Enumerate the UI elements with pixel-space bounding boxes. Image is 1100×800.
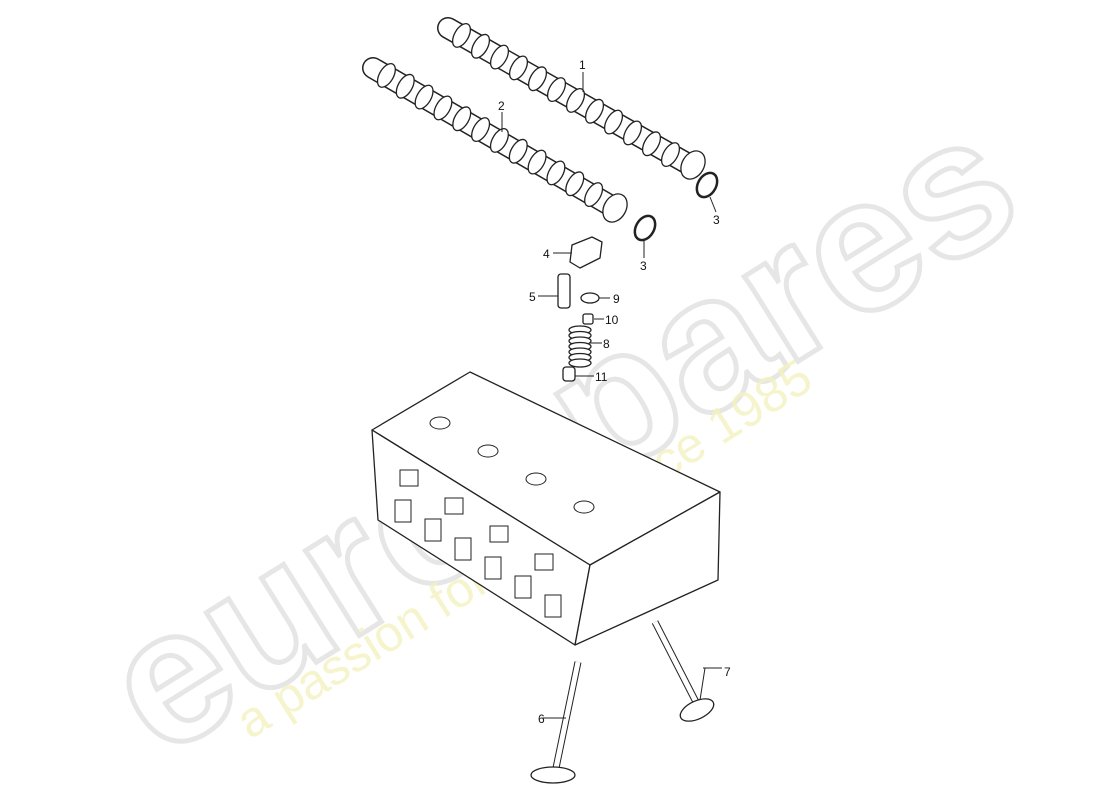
cam-lobe [471, 117, 491, 143]
camshaft-intake[interactable] [362, 57, 632, 227]
cam-lobe [452, 106, 472, 132]
valve-stem-seal[interactable] [562, 366, 576, 382]
valve-spring[interactable] [568, 325, 592, 368]
port-opening [544, 594, 562, 618]
o-ring-a[interactable] [693, 169, 722, 201]
cam-lobe [584, 98, 605, 124]
cam-lobe [395, 73, 415, 99]
port-opening [484, 556, 502, 580]
cam-lobe [546, 160, 566, 186]
cam-bearing [429, 416, 451, 430]
callout-7: 7 [724, 665, 731, 679]
cam-lobe [376, 62, 396, 88]
camshaft-exhaust[interactable] [437, 17, 710, 184]
leader-lines [501, 72, 722, 719]
callout-9: 9 [613, 292, 620, 306]
callout-10: 10 [605, 313, 619, 327]
cam-lobe [622, 120, 643, 146]
port-opening [424, 518, 442, 542]
cam-bearing [477, 444, 499, 458]
cam-lobe [565, 87, 586, 113]
port-opening [514, 575, 532, 599]
cam-lobe [451, 22, 472, 48]
cam-lobe [565, 171, 585, 197]
cam-bearing [573, 500, 595, 514]
cylinder-head[interactable] [371, 371, 721, 646]
port [489, 525, 509, 543]
spring-retainer[interactable] [580, 292, 600, 304]
port [399, 469, 419, 487]
cam-lobe [527, 149, 547, 175]
port-opening [454, 537, 472, 561]
callout-3a: 3 [713, 213, 720, 227]
callout-1: 1 [579, 58, 586, 72]
cam-lobe [508, 55, 529, 81]
cam-lobe [584, 182, 604, 208]
cam-lobe [489, 44, 510, 70]
callouts: 1 2 3 3 4 5 6 7 8 9 10 11 [498, 58, 731, 726]
callout-5: 5 [529, 290, 536, 304]
callout-3b: 3 [640, 259, 647, 273]
cam-lobe [508, 138, 528, 164]
callout-2: 2 [498, 99, 505, 113]
exhaust-valve[interactable] [530, 661, 582, 784]
cam-bearing [525, 472, 547, 486]
port-opening [394, 499, 412, 523]
cam-lobe [641, 131, 662, 157]
callout-8: 8 [603, 337, 610, 351]
spring-coil [568, 358, 592, 368]
port [444, 497, 464, 515]
intake-valve[interactable] [651, 620, 717, 726]
cam-lobe [433, 95, 453, 121]
cam-lobe [470, 33, 491, 59]
cam-lobe [527, 66, 548, 92]
cam-lobe [546, 77, 567, 103]
port [534, 553, 554, 571]
rocker-arm[interactable] [569, 236, 603, 269]
cam-lobe [414, 84, 434, 110]
cam-lobe [660, 142, 681, 168]
callout-6: 6 [538, 712, 545, 726]
cam-lobe [603, 109, 624, 135]
cam-lobe [489, 127, 509, 153]
callout-4: 4 [543, 247, 550, 261]
valve-keepers[interactable] [582, 313, 594, 325]
hydraulic-lifter[interactable] [557, 273, 571, 309]
o-ring-b[interactable] [631, 212, 660, 244]
callout-11: 11 [595, 370, 608, 384]
